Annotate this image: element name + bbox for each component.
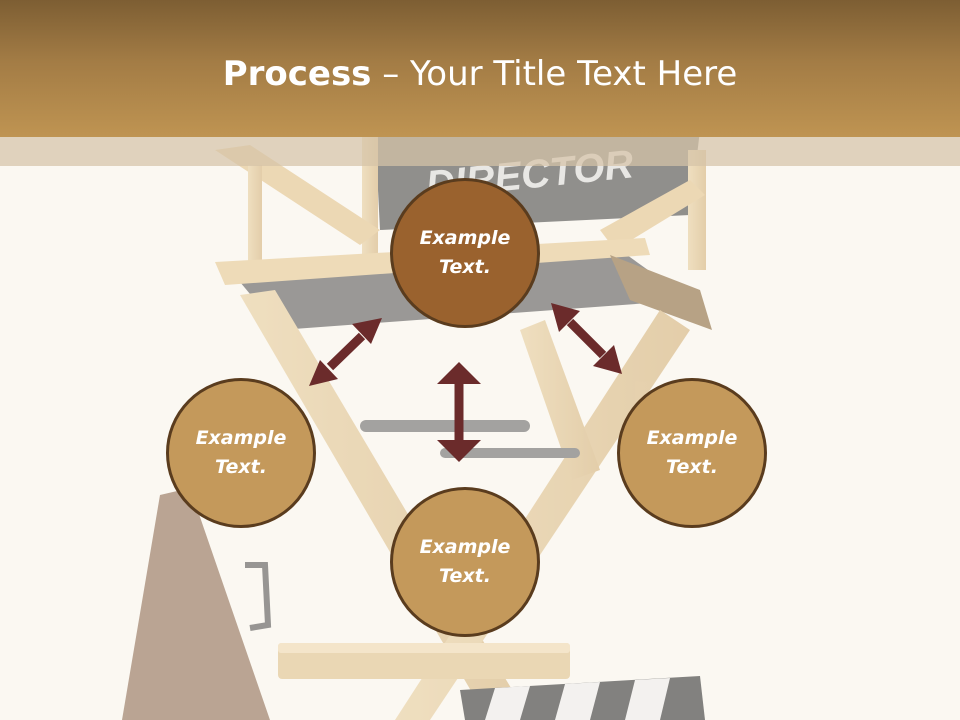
node-top-line1: Example	[419, 227, 511, 249]
slide-title[interactable]: Process – Your Title Text Here	[0, 52, 960, 96]
node-left-line2: Text.	[215, 456, 267, 478]
process-node-left[interactable]: Example Text.	[166, 378, 316, 528]
process-node-top[interactable]: Example Text.	[390, 178, 540, 328]
node-right-line2: Text.	[666, 456, 718, 478]
node-bottom-line1: Example	[419, 536, 511, 558]
node-bottom-line2: Text.	[439, 565, 491, 587]
title-bar	[0, 0, 960, 137]
title-bar-band	[0, 137, 960, 166]
process-node-bottom[interactable]: Example Text.	[390, 487, 540, 637]
node-left-line1: Example	[195, 427, 287, 449]
process-node-right[interactable]: Example Text.	[617, 378, 767, 528]
title-rest: – Your Title Text Here	[371, 54, 738, 94]
node-top-line2: Text.	[439, 256, 491, 278]
title-bold: Process	[222, 54, 372, 94]
node-right-line1: Example	[646, 427, 738, 449]
